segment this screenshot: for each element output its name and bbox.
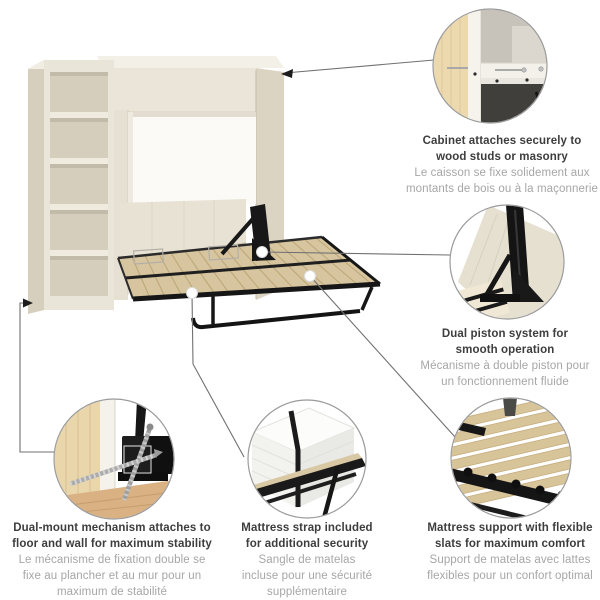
- mattress-strap-band: [288, 410, 301, 507]
- shelving-unit: [28, 60, 114, 314]
- strap-bracket-outlines: [132, 244, 240, 265]
- marker-dots: [186, 246, 316, 299]
- connector-mount: [19, 302, 56, 453]
- cabinet-interior: [128, 112, 256, 204]
- marker-dot-deck: [304, 270, 316, 282]
- mounting-screws: [447, 66, 544, 73]
- cabinet-header-panel: [114, 68, 256, 112]
- lag-screws: [69, 423, 163, 501]
- marker-dot-frame: [186, 287, 198, 299]
- callout-circle-mattress-strap: [247, 399, 367, 519]
- callout-circle-flexible-slats: [450, 397, 572, 519]
- marker-dot-piston: [256, 246, 268, 258]
- callout-circle-dual-piston: [449, 204, 565, 320]
- bed-leg-handle: [191, 286, 374, 330]
- connector-strap: [191, 292, 245, 458]
- connector-slats: [309, 275, 456, 438]
- deck-center-rail: [124, 258, 352, 280]
- slat-rail: [451, 468, 570, 508]
- arrowhead-icon: [281, 69, 293, 78]
- deck-front-rail: [132, 281, 381, 302]
- floor-bracket: [118, 399, 174, 481]
- shelf-openings: [50, 72, 108, 296]
- callout-circle-cabinet-attachment: [432, 8, 548, 124]
- connector-piston: [261, 251, 451, 256]
- arrowhead-icon: [23, 298, 33, 308]
- main-product-image: [28, 56, 381, 330]
- piston-arm: [483, 253, 513, 298]
- callout-circle-dual-mount: [53, 398, 175, 520]
- connector-cabinet: [284, 59, 435, 74]
